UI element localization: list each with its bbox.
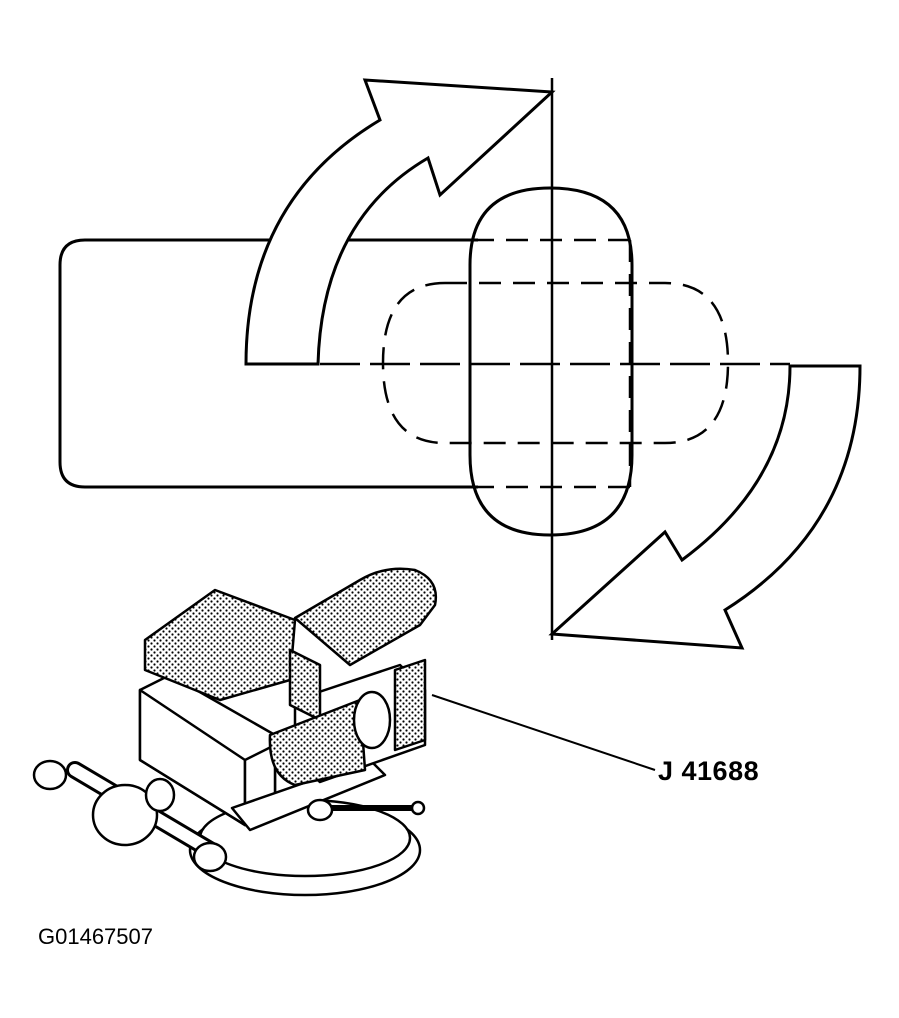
horizontal-part-outline xyxy=(58,238,478,489)
special-tool-j41688 xyxy=(143,567,438,787)
lower-rotation-arrow xyxy=(548,364,862,650)
roller-cylinder xyxy=(352,690,392,750)
bench-vise-illustration xyxy=(32,663,427,897)
tool-callout-label: J 41688 xyxy=(658,756,760,786)
figure-id-label: G01467507 xyxy=(38,924,153,949)
callout-leader-line xyxy=(431,694,656,771)
vertical-stadium-outline xyxy=(468,186,634,537)
axis-lines xyxy=(320,78,790,640)
upper-rotation-arrow xyxy=(244,78,556,366)
